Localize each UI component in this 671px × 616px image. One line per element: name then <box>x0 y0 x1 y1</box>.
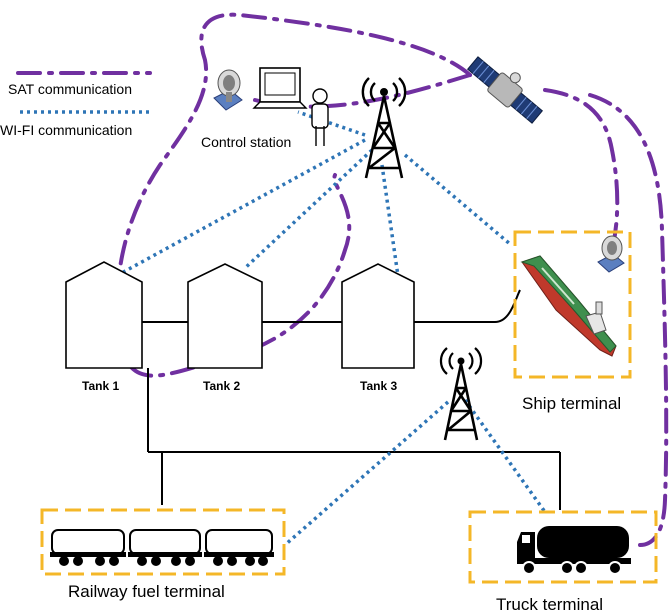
rail-tank-car-icon <box>128 529 202 566</box>
tank-3-label: Tank 3 <box>360 379 397 393</box>
ship-terminal-label: Ship terminal <box>522 394 621 413</box>
tank-2: Tank 2 <box>187 263 263 393</box>
sat-link-ship <box>543 88 620 252</box>
pipeline-network <box>142 289 561 510</box>
legend: SAT communication WI-FI communication <box>0 71 152 138</box>
sat-link-loop <box>115 12 472 378</box>
tank-1: Tank 1 <box>65 261 143 393</box>
railway-terminal-frame <box>40 508 286 576</box>
legend-wifi-label: WI-FI communication <box>0 122 132 138</box>
tank-1-label: Tank 1 <box>82 379 119 393</box>
tank-truck-icon <box>517 526 631 575</box>
satellite-dish-icon <box>597 235 625 273</box>
operator-icon <box>311 88 329 146</box>
radio-tower-icon <box>439 347 483 441</box>
truck-terminal: Truck terminal <box>468 510 658 614</box>
sat-link-truck <box>588 93 669 547</box>
ship-terminal-frame <box>513 230 632 379</box>
tank-3: Tank 3 <box>341 263 415 393</box>
legend-sat-label: SAT communication <box>8 81 132 97</box>
satellite-dish-icon <box>213 69 243 111</box>
satellite-icon <box>466 56 544 124</box>
truck-terminal-label: Truck terminal <box>496 595 603 614</box>
rail-tank-car-icon <box>50 529 126 566</box>
control-station: Control station <box>201 67 329 150</box>
control-station-label: Control station <box>201 134 291 150</box>
truck-terminal-frame <box>468 510 658 584</box>
railway-fuel-terminal: Railway fuel terminal <box>40 508 286 601</box>
wifi-links <box>117 110 547 547</box>
radio-tower-icon <box>361 77 407 179</box>
railway-terminal-label: Railway fuel terminal <box>68 582 225 601</box>
computer-icon <box>252 67 308 109</box>
ship-terminal: Ship terminal <box>513 230 632 413</box>
oil-tanker-icon <box>520 255 617 357</box>
rail-tank-car-icon <box>204 529 274 566</box>
tank-2-label: Tank 2 <box>203 379 240 393</box>
